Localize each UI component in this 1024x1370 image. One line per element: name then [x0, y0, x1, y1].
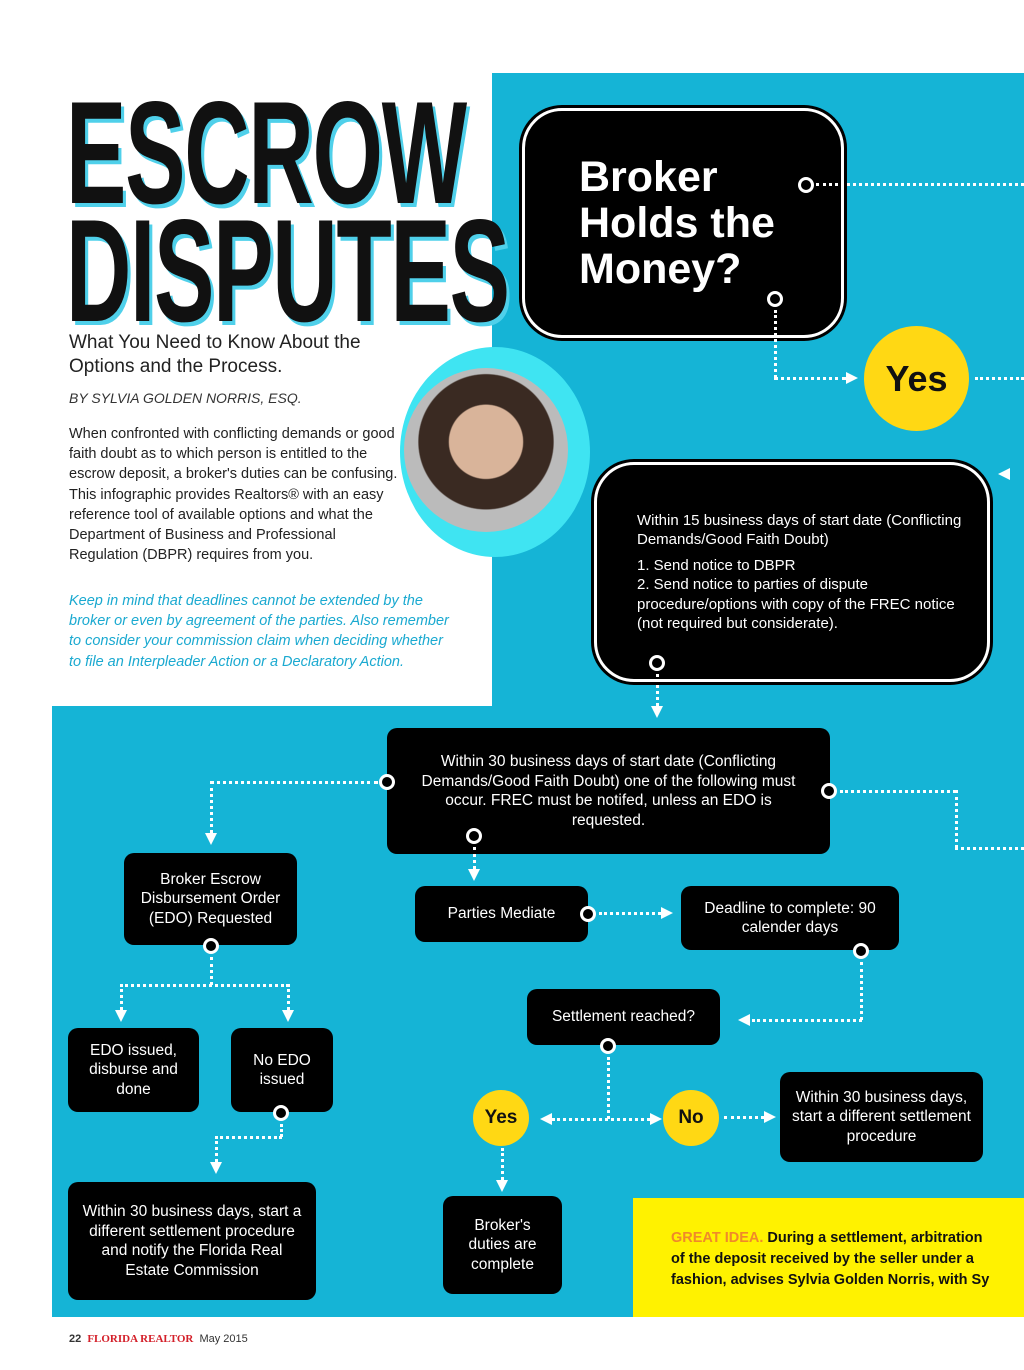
within-30-different-procedure: Within 30 business days, start a differe…: [780, 1072, 983, 1162]
step-30-days: Within 30 business days of start date (C…: [387, 728, 830, 854]
connector-line: [287, 984, 290, 1010]
connector-dot: [853, 943, 869, 959]
arrow-right-icon: [650, 1113, 662, 1125]
connector-dot: [580, 906, 596, 922]
connector-line: [215, 1136, 282, 1139]
arrow-left-icon: [540, 1113, 552, 1125]
title-line2: DISPUTES: [66, 189, 510, 352]
arrow-down-icon: [115, 1010, 127, 1022]
title-line1: ESCROW: [66, 71, 467, 234]
connector-dot: [767, 291, 783, 307]
connector-dot: [649, 655, 665, 671]
tip-line-1: During a settlement, arbitration: [767, 1230, 983, 1246]
connector-line: [552, 1118, 650, 1121]
byline: BY SYLVIA GOLDEN NORRIS, ESQ.: [69, 390, 302, 406]
connector-line: [955, 847, 1024, 850]
arrow-left-icon: [998, 468, 1010, 480]
edo-issued: EDO issued, disburse and done: [68, 1028, 199, 1112]
arrow-down-icon: [210, 1162, 222, 1174]
author-photo: [404, 368, 568, 532]
connector-line: [752, 1019, 862, 1022]
connector-line: [473, 847, 476, 869]
connector-line: [975, 377, 1024, 380]
settlement-reached: Settlement reached?: [527, 989, 720, 1045]
connector-line: [210, 781, 213, 833]
connector-line: [816, 183, 1024, 186]
tip-line-2: of the deposit received by the seller un…: [671, 1251, 974, 1267]
footer: 22 FLORIDA REALTOR May 2015: [69, 1333, 248, 1345]
connector-line: [774, 310, 777, 378]
arrow-down-icon: [496, 1180, 508, 1192]
issue-date: May 2015: [199, 1333, 248, 1345]
connector-line: [120, 984, 289, 987]
arrow-left-icon: [738, 1014, 750, 1026]
connector-line: [215, 1136, 218, 1162]
connector-line: [955, 790, 958, 848]
arrow-right-icon: [846, 372, 858, 384]
connector-dot: [821, 783, 837, 799]
duties-complete: Broker's duties are complete: [443, 1196, 562, 1294]
connector-dot: [273, 1105, 289, 1121]
connector-dot: [203, 938, 219, 954]
great-idea-label: GREAT IDEA.: [671, 1230, 764, 1246]
deadline-90-days: Deadline to complete: 90 calender days: [681, 886, 899, 950]
connector-line: [774, 377, 846, 380]
connector-line: [599, 912, 661, 915]
tip-line-3: fashion, advises Sylvia Golden Norris, w…: [671, 1272, 990, 1288]
arrow-right-icon: [764, 1111, 776, 1123]
connector-dot: [379, 774, 395, 790]
edo-requested: Broker Escrow Disbursement Order (EDO) R…: [124, 853, 297, 945]
arrow-down-icon: [282, 1010, 294, 1022]
yes-badge: Yes: [864, 326, 969, 431]
within-30-notify-commission: Within 30 business days, start a differe…: [68, 1182, 316, 1300]
connector-dot: [798, 177, 814, 193]
yes-badge: Yes: [473, 1090, 529, 1146]
connector-line: [607, 1057, 610, 1119]
connector-line: [860, 962, 863, 1020]
page-number: 22: [69, 1333, 82, 1345]
parties-mediate: Parties Mediate: [415, 886, 588, 942]
connector-line: [840, 790, 956, 793]
connector-dot: [600, 1038, 616, 1054]
arrow-down-icon: [651, 706, 663, 718]
no-badge: No: [663, 1090, 719, 1146]
connector-line: [501, 1148, 504, 1180]
step-15-item-2: 2. Send notice to parties of dispute pro…: [637, 576, 955, 632]
step-15-intro: Within 15 business days of start date (C…: [637, 511, 962, 549]
note-text: Keep in mind that deadlines cannot be ex…: [69, 593, 449, 670]
step-15-item-1: 1. Send notice to DBPR: [637, 556, 796, 574]
arrow-right-icon: [661, 907, 673, 919]
great-idea-box: GREAT IDEA. During a settlement, arbitra…: [633, 1198, 1024, 1317]
connector-line: [724, 1116, 764, 1119]
connector-line: [280, 1124, 283, 1137]
connector-line: [210, 781, 378, 784]
question-broker-holds-money: Broker Holds the Money?: [579, 153, 775, 293]
arrow-down-icon: [205, 833, 217, 845]
no-edo-issued: No EDO issued: [231, 1028, 333, 1112]
magazine-name: FLORIDA REALTOR: [87, 1333, 194, 1345]
arrow-down-icon: [468, 869, 480, 881]
intro-text: When confronted with conflicting demands…: [69, 426, 398, 564]
broker-holds-money-shape: Broker Holds the Money?: [522, 108, 844, 338]
step-15-days: Within 15 business days of start date (C…: [594, 462, 990, 682]
white-panel: [0, 0, 492, 706]
connector-line: [656, 674, 659, 706]
connector-line: [120, 984, 123, 1010]
subtitle: What You Need to Know About the Options …: [69, 332, 361, 377]
connector-dot: [466, 828, 482, 844]
connector-line: [210, 957, 213, 985]
